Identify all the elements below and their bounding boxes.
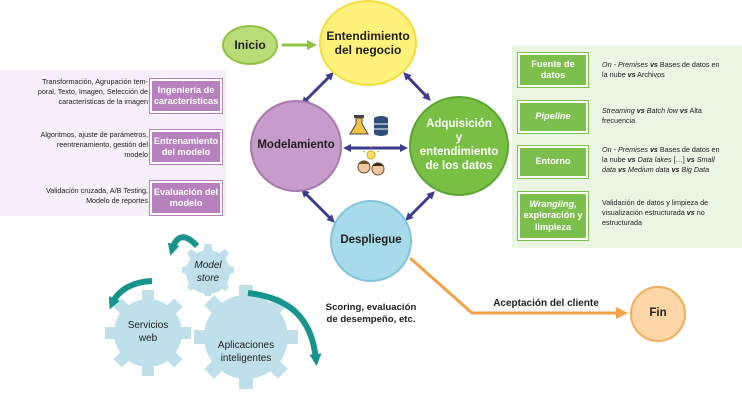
lightbulb-icon	[362, 146, 380, 160]
node-fin[interactable]: Fin	[630, 286, 686, 342]
arrow-despliegue-fin	[409, 256, 628, 319]
pipeline-description: Streaming vs Batch low vs Alta frecuenci…	[602, 106, 702, 125]
teal-arrow-left	[108, 278, 153, 310]
arrow-adq-despl	[405, 191, 435, 221]
arrow-model-despl	[301, 189, 335, 223]
arrow-ent-adq	[403, 72, 431, 101]
flask-icon	[349, 115, 369, 135]
wrangling-description: Validación de datos y limpieza de visual…	[602, 198, 709, 227]
gear-model-store	[182, 244, 234, 296]
people-icon	[357, 160, 385, 176]
feature-engineering-description: Transformación, Agrupación tem- poral, T…	[37, 77, 148, 106]
node-adquisicion-datos[interactable]: Adquisición y entendimiento de los datos	[409, 96, 509, 196]
environment-button[interactable]: Entorno	[517, 145, 589, 179]
teal-arrow-right	[247, 290, 322, 366]
node-modelamiento[interactable]: Modelamiento	[250, 100, 342, 192]
model-training-description: Algoritmos, ajuste de parámetros, reentr…	[40, 130, 148, 159]
wrangling-button[interactable]: Wrangling, exploración y limpieza	[517, 191, 589, 241]
gear-servicios	[105, 290, 191, 376]
node-inicio[interactable]: Inicio	[222, 25, 278, 65]
acceptance-label: Aceptación del cliente	[493, 298, 599, 309]
environment-description: On - Premises vs Bases de datos en la nu…	[602, 145, 720, 174]
data-source-description: On - Premises vs Bases de datos en la nu…	[602, 60, 720, 79]
arrow-ent-model	[301, 72, 334, 105]
database-icon	[374, 116, 388, 136]
node-despliegue[interactable]: Despliegue	[330, 200, 412, 282]
pipeline-button[interactable]: Pipeline	[517, 100, 589, 134]
model-evaluation-description: Validación cruzada, A/B Testing, Modelo …	[45, 186, 148, 205]
teal-arrow-top	[167, 234, 200, 256]
